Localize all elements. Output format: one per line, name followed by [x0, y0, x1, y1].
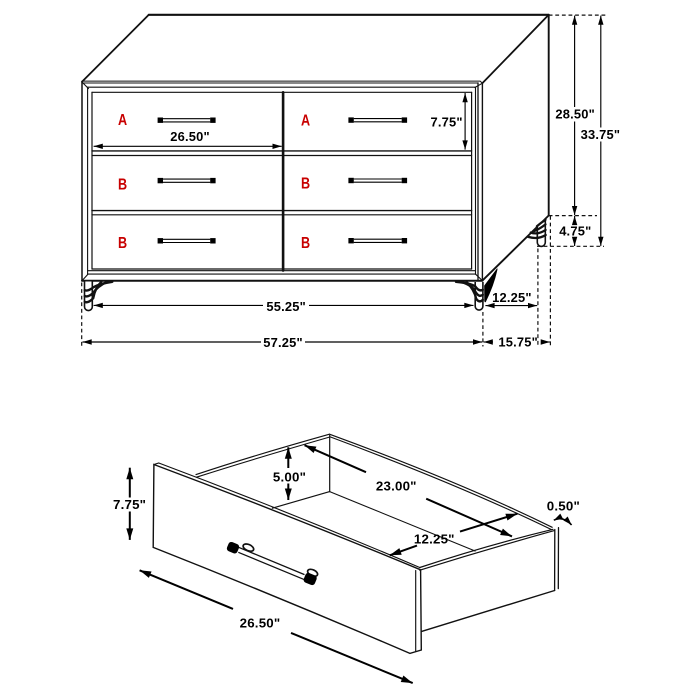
svg-text:12.25": 12.25"	[492, 290, 532, 305]
svg-text:23.00": 23.00"	[376, 478, 417, 493]
svg-text:A: A	[118, 112, 127, 130]
svg-text:12.25": 12.25"	[414, 531, 455, 546]
svg-text:0.50": 0.50"	[547, 498, 580, 513]
svg-text:55.25": 55.25"	[266, 299, 306, 314]
svg-text:B: B	[301, 175, 310, 193]
svg-text:28.50": 28.50"	[555, 107, 595, 122]
svg-text:5.00": 5.00"	[273, 470, 306, 485]
svg-text:15.75": 15.75"	[498, 335, 538, 350]
svg-text:B: B	[118, 176, 127, 194]
svg-text:26.50": 26.50"	[240, 615, 281, 630]
svg-text:B: B	[118, 235, 127, 253]
svg-text:33.75": 33.75"	[581, 127, 621, 142]
svg-text:26.50": 26.50"	[170, 129, 210, 144]
svg-text:B: B	[301, 235, 310, 253]
svg-text:57.25": 57.25"	[263, 335, 303, 350]
svg-text:7.75": 7.75"	[430, 115, 462, 130]
svg-text:7.75": 7.75"	[113, 497, 146, 512]
svg-text:A: A	[301, 112, 310, 130]
svg-text:4.75": 4.75"	[559, 224, 591, 239]
